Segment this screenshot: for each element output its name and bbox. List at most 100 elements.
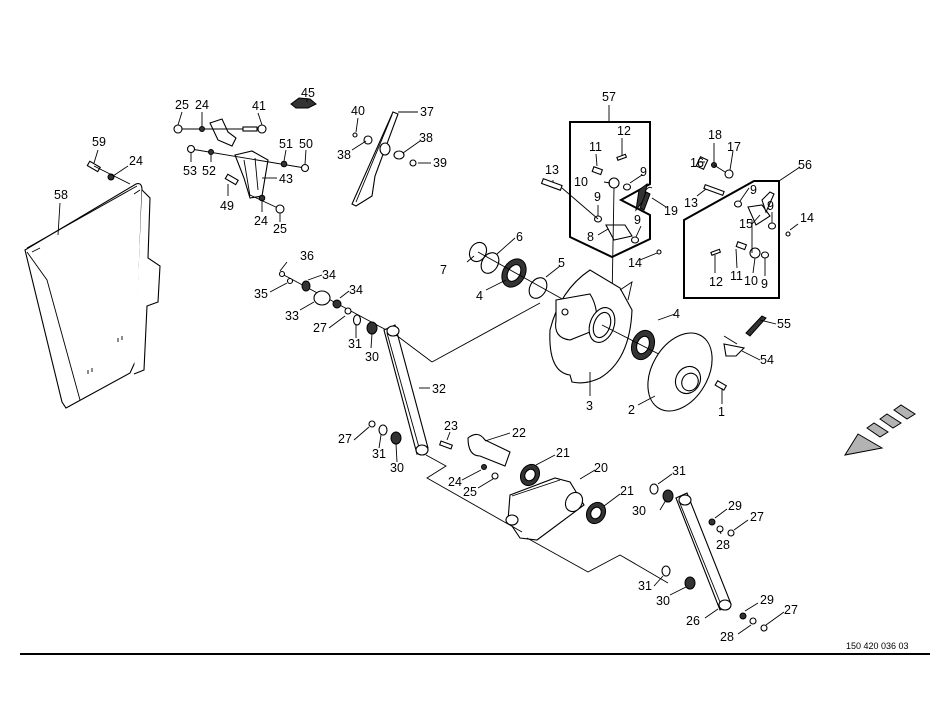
- part-43-bracket-assembly[interactable]: [173, 118, 310, 214]
- callout-12: 12: [617, 124, 631, 138]
- part-21-bearing-upper[interactable]: [517, 461, 544, 489]
- part-24-washer[interactable]: [481, 464, 487, 470]
- callout-13: 13: [684, 196, 698, 210]
- callout-19: 19: [664, 204, 678, 218]
- callout-30: 30: [390, 461, 404, 475]
- part-26-arm[interactable]: [675, 492, 732, 611]
- part-14-ring-b[interactable]: [785, 231, 791, 237]
- part-25-nut[interactable]: [491, 472, 499, 480]
- part-5-ring[interactable]: [526, 274, 551, 301]
- part-4-seal-lower[interactable]: [628, 327, 659, 363]
- part-22-shaft[interactable]: [467, 433, 511, 467]
- callout-14: 14: [628, 256, 642, 270]
- callout-6: 6: [516, 230, 523, 244]
- callout-9: 9: [594, 190, 601, 204]
- direction-of-travel-arrow-icon: [843, 404, 916, 456]
- part-57-detail-box: [569, 105, 651, 301]
- callout-24: 24: [195, 98, 209, 112]
- callout-15: 15: [739, 217, 753, 231]
- part-3-backing-plate[interactable]: [549, 269, 633, 384]
- callout-31: 31: [372, 447, 386, 461]
- leader-lines: [57, 98, 799, 635]
- callout-56: 56: [798, 158, 812, 172]
- part-6-ring[interactable]: [478, 249, 503, 276]
- callout-30: 30: [365, 350, 379, 364]
- callout-25: 25: [175, 98, 189, 112]
- callout-5: 5: [558, 256, 565, 270]
- callout-21: 21: [556, 446, 570, 460]
- drawing-number: 150 420 036 03: [846, 641, 909, 651]
- callout-27: 27: [784, 603, 798, 617]
- part-59-bolt[interactable]: [86, 160, 131, 185]
- part-55-adjuster[interactable]: [745, 315, 767, 337]
- callout-26: 26: [686, 614, 700, 628]
- callout-23: 23: [444, 419, 458, 433]
- callout-24: 24: [254, 214, 268, 228]
- part-23-bolt[interactable]: [438, 440, 454, 450]
- part-32-arm[interactable]: [383, 324, 429, 456]
- callout-31: 31: [672, 464, 686, 478]
- part-1-key[interactable]: [714, 380, 728, 391]
- callout-30: 30: [632, 504, 646, 518]
- part-37-lever[interactable]: [351, 111, 417, 207]
- part-33-36-washer-stack[interactable]: [278, 270, 391, 335]
- callout-4: 4: [673, 307, 680, 321]
- callout-20: 20: [594, 461, 608, 475]
- callout-7: 7: [440, 263, 447, 277]
- callout-38: 38: [337, 148, 351, 162]
- callout-59: 59: [92, 135, 106, 149]
- part-58-side-panel[interactable]: [24, 183, 161, 409]
- callout-14: 14: [800, 211, 814, 225]
- callout-13: 13: [545, 163, 559, 177]
- part-13-pin-left[interactable]: [540, 177, 599, 220]
- callout-9: 9: [750, 183, 757, 197]
- callout-28: 28: [716, 538, 730, 552]
- callout-58: 58: [54, 188, 68, 202]
- part-19-spring[interactable]: [639, 186, 653, 211]
- callout-49: 49: [220, 199, 234, 213]
- callout-39: 39: [433, 156, 447, 170]
- part-4-seal-upper[interactable]: [497, 255, 531, 292]
- callout-18: 18: [708, 128, 722, 142]
- callout-45: 45: [301, 86, 315, 100]
- part-16-17-18-fittings[interactable]: [695, 156, 734, 179]
- callout-29: 29: [728, 499, 742, 513]
- part-54-lever[interactable]: [723, 335, 746, 357]
- part-45-spring[interactable]: [290, 97, 317, 109]
- callout-33: 33: [285, 309, 299, 323]
- callout-1: 1: [718, 405, 725, 419]
- callout-17: 17: [727, 140, 741, 154]
- callout-38: 38: [419, 131, 433, 145]
- callout-35: 35: [254, 287, 268, 301]
- callout-9: 9: [761, 277, 768, 291]
- part-2-hub[interactable]: [635, 322, 725, 423]
- part-20-rocker[interactable]: [505, 477, 586, 541]
- part-14-ring-a[interactable]: [656, 249, 662, 255]
- callout-43: 43: [279, 172, 293, 186]
- callout-30: 30: [656, 594, 670, 608]
- callout-9: 9: [640, 165, 647, 179]
- callout-27: 27: [338, 432, 352, 446]
- callout-24: 24: [448, 475, 462, 489]
- callout-40: 40: [351, 104, 365, 118]
- callout-8: 8: [587, 230, 594, 244]
- callout-10: 10: [744, 274, 758, 288]
- callout-52: 52: [202, 164, 216, 178]
- part-56-detail-box: [683, 166, 801, 299]
- part-21-bearing-lower[interactable]: [583, 499, 610, 527]
- callout-27: 27: [750, 510, 764, 524]
- callout-32: 32: [432, 382, 446, 396]
- callout-54: 54: [760, 353, 774, 367]
- callout-11: 11: [730, 269, 743, 283]
- callout-22: 22: [512, 426, 526, 440]
- callout-37: 37: [420, 105, 434, 119]
- callout-27: 27: [313, 321, 327, 335]
- callout-21: 21: [620, 484, 634, 498]
- callout-28: 28: [720, 630, 734, 644]
- callout-55: 55: [777, 317, 791, 331]
- part-27-31-30-washers-right[interactable]: [649, 483, 768, 632]
- part-27-31-30-washers-left[interactable]: [368, 420, 402, 445]
- callout-9: 9: [634, 213, 641, 227]
- callout-50: 50: [299, 137, 313, 151]
